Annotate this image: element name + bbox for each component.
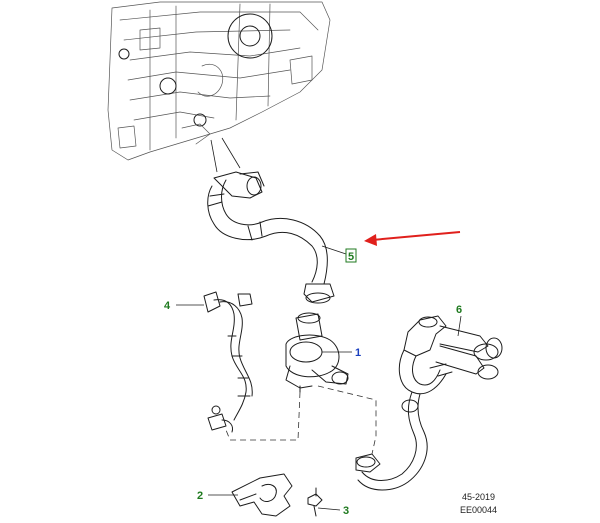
radiator-fan-assembly — [107, 1, 331, 161]
callout-2: 2 — [197, 490, 238, 502]
dashed-connection-lines — [225, 385, 377, 455]
diagram-date-code: 45-2019 — [462, 492, 495, 502]
callout-2-label: 2 — [197, 490, 203, 502]
radiator-outlet-leaders — [210, 137, 241, 173]
callout-6-label: 6 — [456, 304, 462, 316]
callout-3: 3 — [317, 505, 349, 517]
bolt-3 — [307, 487, 323, 517]
callout-4: 4 — [164, 300, 204, 312]
callout-1: 1 — [322, 347, 361, 359]
callout-5: 5 — [321, 245, 357, 263]
coolant-hose-assembly-6 — [355, 315, 503, 491]
callout-1-label: 1 — [355, 347, 361, 359]
callout-3-label: 3 — [343, 505, 349, 517]
electric-water-pump-1 — [285, 312, 349, 393]
diagram-reference-code: EE00044 — [460, 505, 497, 515]
callout-5-label: 5 — [348, 251, 354, 263]
coolant-hose-5 — [207, 171, 335, 304]
bracket-2 — [231, 473, 293, 517]
wiring-harness-4 — [203, 291, 253, 433]
callout-6: 6 — [456, 304, 462, 337]
callout-4-label: 4 — [164, 300, 171, 312]
highlight-arrow — [364, 231, 461, 246]
